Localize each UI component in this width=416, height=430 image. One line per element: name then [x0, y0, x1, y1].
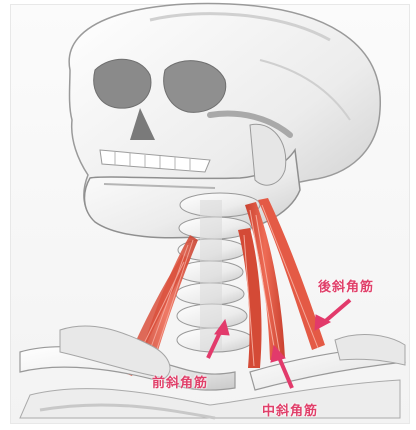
right-scalenes: [238, 198, 325, 368]
posterior-scalene-label: 後斜角筋: [318, 276, 374, 295]
middle-scalene-label: 中斜角筋: [262, 400, 318, 419]
anterior-scalene-label: 前斜角筋: [152, 372, 208, 391]
right-orbit: [94, 59, 151, 108]
posterior-arrow-icon: [315, 300, 350, 330]
vertebral-bodies: [200, 200, 222, 350]
